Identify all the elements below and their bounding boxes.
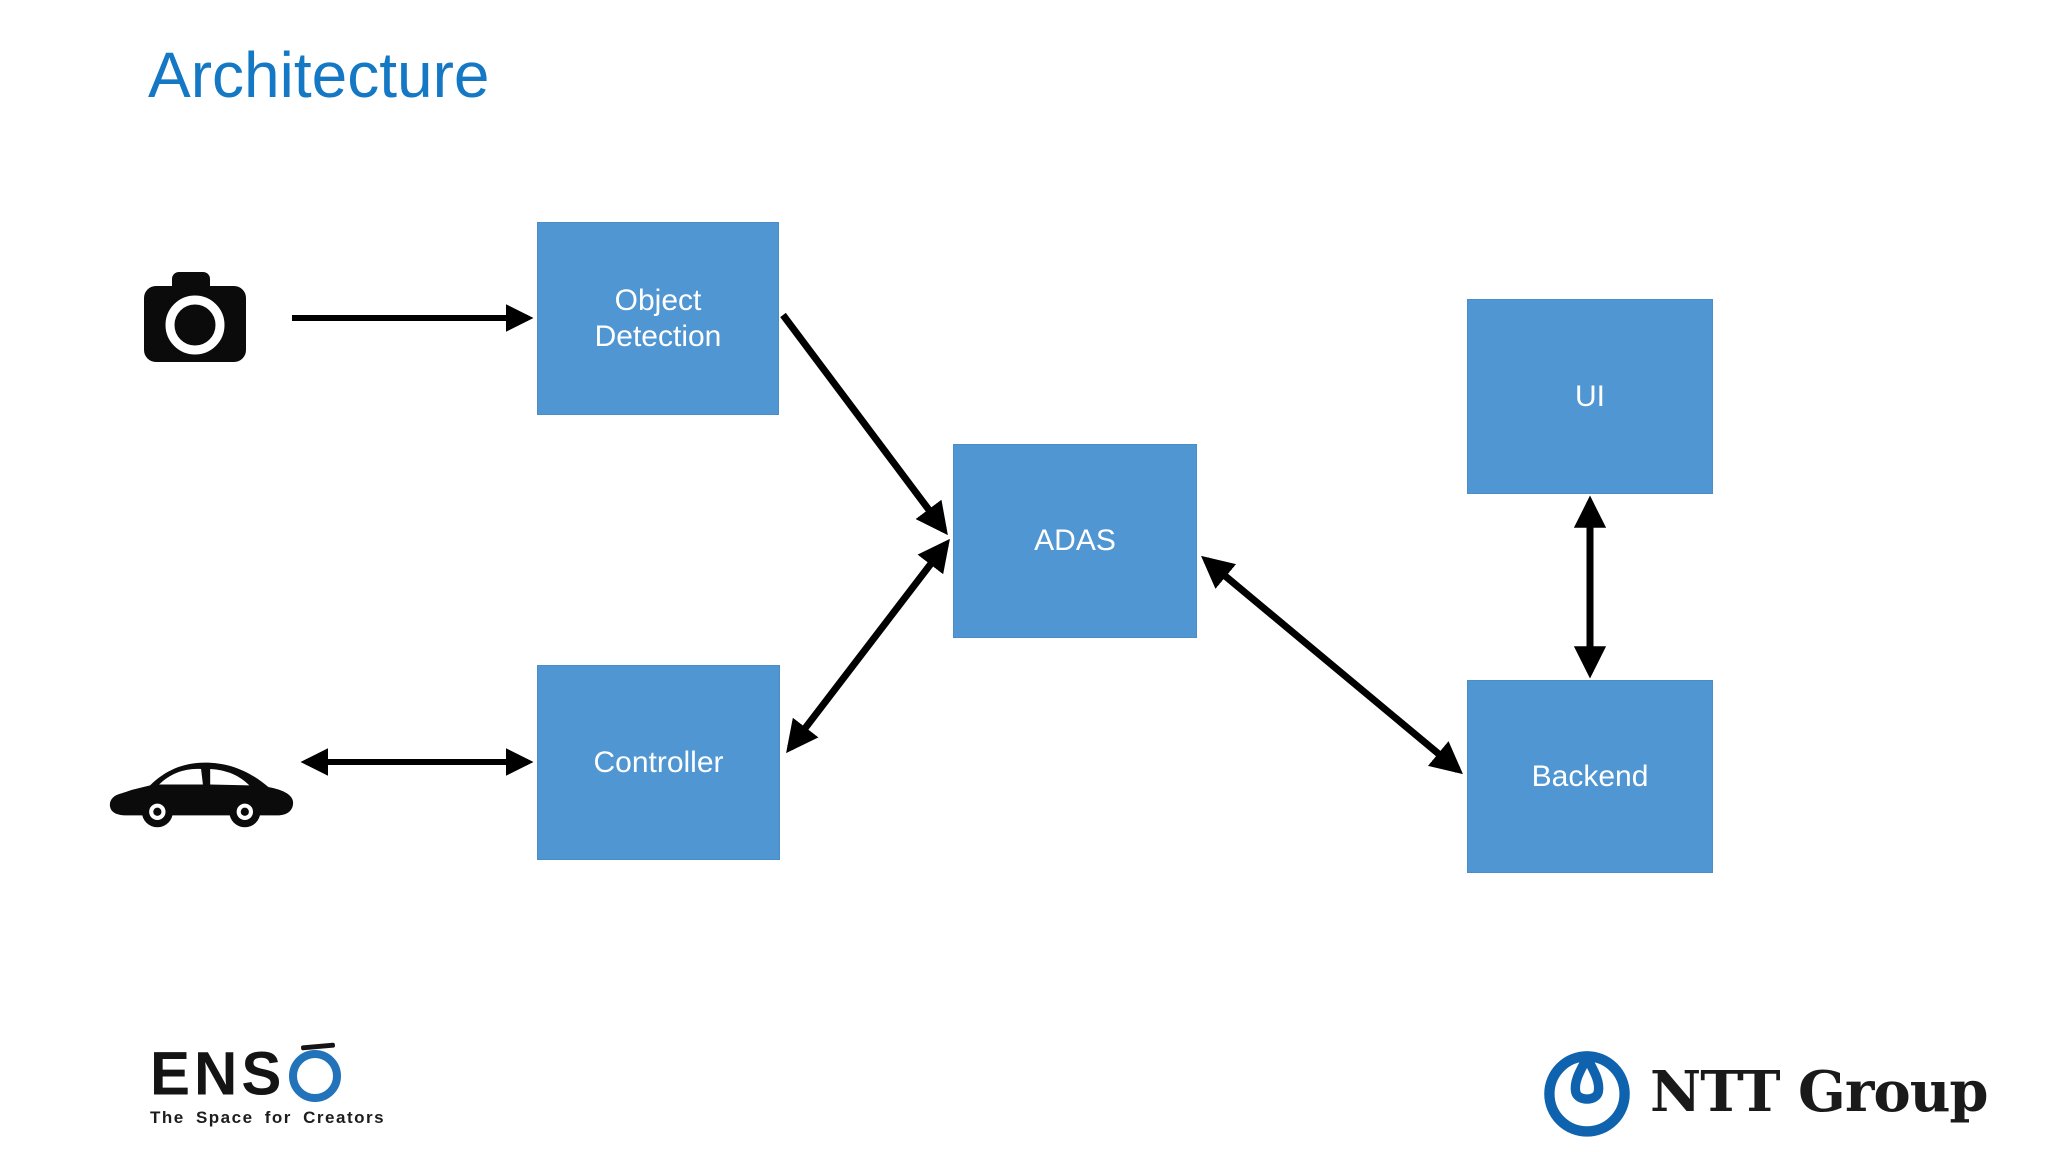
node-ui: UI	[1467, 299, 1713, 494]
ntt-group-wordmark: NTT Group	[1650, 1059, 1989, 1125]
edge-controller-adas	[786, 538, 950, 754]
node-label-controller: Controller	[593, 745, 724, 779]
node-adas: ADAS	[953, 444, 1197, 638]
node-label-adas: ADAS	[1034, 524, 1116, 557]
ntt-dynamic-loop-icon	[1544, 1051, 1630, 1137]
ntt-group-logo: NTT Group	[1540, 1044, 1989, 1140]
enso-circle-icon	[287, 1042, 343, 1104]
page-title: Architecture	[148, 39, 490, 111]
node-controller: Controller	[537, 665, 780, 860]
node-backend: Backend	[1467, 680, 1713, 873]
camera-icon	[142, 270, 248, 366]
enso-logo: ENS The Space for Creators	[150, 1039, 386, 1128]
node-label-object-detection: Object Detection	[594, 283, 722, 353]
node-label-backend: Backend	[1531, 759, 1649, 793]
edge-object-detection-to-adas	[780, 312, 948, 536]
edge-adas-backend	[1201, 555, 1463, 775]
enso-wordmark: ENS	[150, 1039, 286, 1108]
car-icon	[104, 748, 300, 830]
node-object-detection: Object Detection	[537, 222, 779, 415]
enso-tagline: The Space for Creators	[150, 1108, 386, 1127]
node-label-ui: UI	[1575, 379, 1605, 413]
